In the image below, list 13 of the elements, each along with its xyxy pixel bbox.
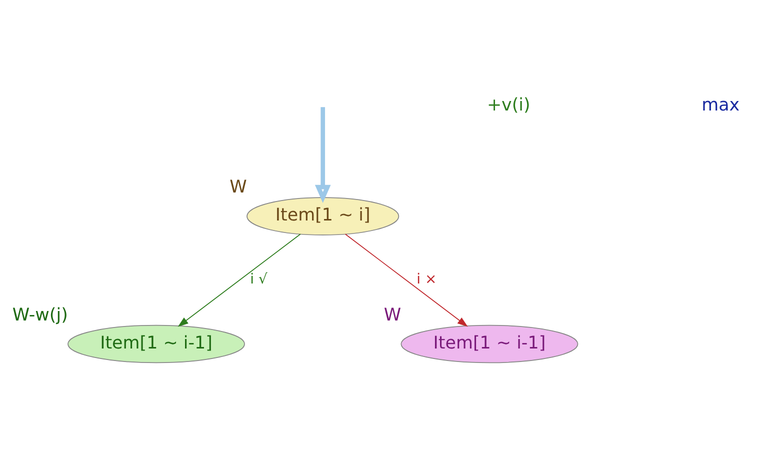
- node-label: W: [384, 305, 402, 326]
- label: +v(i): [486, 96, 530, 116]
- edge-label: i ×: [416, 271, 437, 288]
- edge-label: i √: [250, 271, 268, 288]
- label: max: [702, 96, 740, 116]
- arrow: [178, 234, 301, 327]
- node-ellipse: Item[1 ~ i]: [246, 197, 400, 236]
- arrow: [344, 234, 468, 327]
- node-ellipse: Item[1 ~ i-1]: [68, 324, 245, 364]
- node-label: W-w(j): [12, 305, 68, 326]
- node-label: W: [230, 178, 247, 198]
- node-ellipse: Item[1 ~ i-1]: [400, 324, 578, 364]
- arrow: [314, 107, 331, 203]
